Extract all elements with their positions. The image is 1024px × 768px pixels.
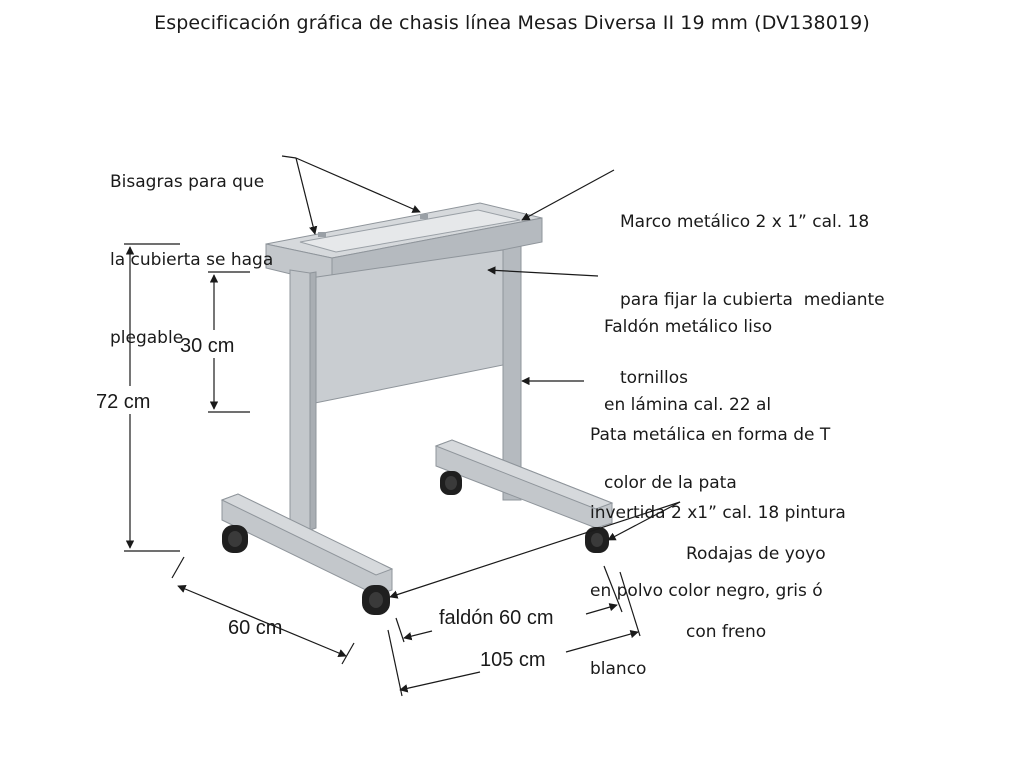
note-line: en lámina cal. 22 al	[604, 395, 772, 415]
caster-back-right	[585, 527, 609, 553]
front-leg-post	[289, 269, 311, 531]
label-total-width: 105 cm	[480, 649, 546, 671]
dim-depth	[177, 585, 347, 657]
frame-leader	[521, 169, 615, 221]
page-title: Especificación gráfica de chasis línea M…	[154, 12, 870, 34]
leader-lines	[281, 155, 681, 599]
dim-total-width	[399, 671, 481, 693]
note-line: Rodajas de yoyo	[686, 544, 826, 564]
hinge-leader	[281, 155, 297, 159]
note-frame: Marco metálico 2 x 1” cal. 18 para fijar…	[620, 157, 885, 417]
label-depth: 60 cm	[228, 617, 282, 639]
label-skirt-height: 30 cm	[180, 335, 234, 357]
note-line: en polvo color negro, gris ó	[590, 581, 823, 601]
note-line: color de la pata	[604, 473, 737, 493]
note-skirt: Faldón metálico liso en lámina cal. 22 a…	[604, 262, 772, 522]
note-hinges: Bisagras para que la cubierta se haga pl…	[110, 117, 273, 377]
note-line: Marco metálico 2 x 1” cal. 18	[620, 212, 870, 232]
note-line: invertida 2 x1” cal. 18 pintura	[590, 503, 846, 523]
caster-front-left	[222, 525, 248, 553]
label-total-height: 72 cm	[96, 391, 150, 413]
note-leg: Pata metálica en forma de T invertida 2 …	[590, 370, 846, 708]
caster-leader-2	[607, 501, 681, 541]
note-line: Pata metálica en forma de T	[590, 425, 831, 445]
top-frame-inner	[299, 209, 521, 253]
note-line: con freno	[686, 622, 767, 642]
label-skirt-width: faldón 60 cm	[439, 607, 554, 629]
dimension-lines	[124, 243, 641, 697]
note-casters: Rodajas de yoyo con freno	[686, 489, 826, 671]
note-line: plegable	[110, 328, 184, 348]
note-line: tornillos	[620, 368, 688, 388]
note-line: Bisagras para que	[110, 172, 265, 192]
caster-leader-1	[389, 501, 681, 599]
note-line: Faldón metálico liso	[604, 317, 773, 337]
caster-back-left	[440, 471, 462, 495]
note-line: la cubierta se haga	[110, 250, 274, 270]
table-chassis	[220, 202, 614, 615]
dim-skirt-width	[403, 630, 433, 641]
skirt-leader	[487, 266, 599, 277]
note-line: para fijar la cubierta mediante	[620, 290, 885, 310]
caster-front-right	[362, 585, 390, 615]
note-line: blanco	[590, 659, 647, 679]
